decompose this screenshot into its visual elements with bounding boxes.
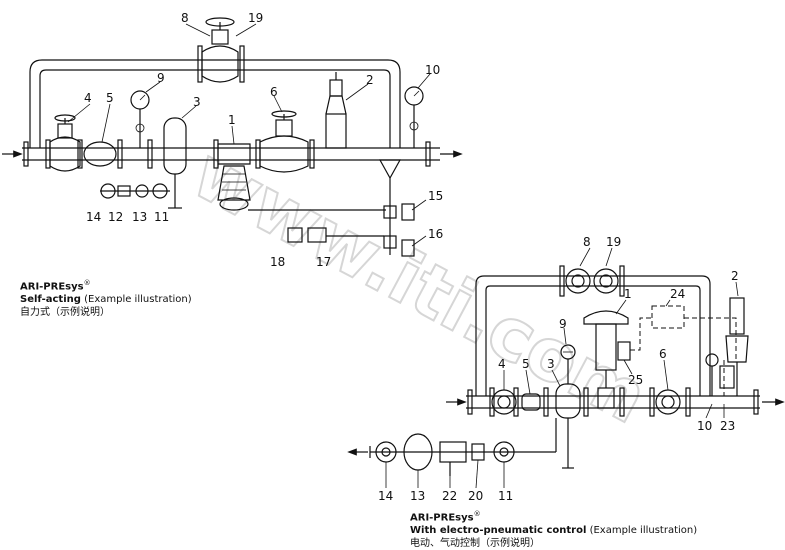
valve-6-top-view [655,389,681,415]
label-18: 18 [270,255,285,269]
label-13: 13 [132,210,147,224]
strainer-5-top [521,393,541,411]
label-2: 2 [366,73,374,87]
label-3: 3 [193,95,201,109]
label2-14: 14 [378,489,393,503]
diagram-self-acting: 8 19 4 5 9 3 1 6 2 10 14 12 13 11 15 16 … [2,11,463,269]
stop-valve-6 [259,110,309,173]
caption1-cn: 自力式（示例说明） [20,307,110,319]
leader-lines-1 [67,23,431,247]
stop-valve-4 [49,114,81,172]
label-1: 1 [228,113,236,127]
label2-20: 20 [468,489,483,503]
pressure-gauge-9 [130,90,150,148]
label2-22: 22 [442,489,457,503]
label-12: 12 [108,210,123,224]
label-10: 10 [425,63,440,77]
labels-1: 8 19 4 5 9 3 1 6 2 10 14 12 13 11 15 16 … [84,11,443,269]
safety-valve-2 [325,72,347,149]
label-14: 14 [86,210,101,224]
label-6: 6 [270,85,278,99]
caption2-title-mark: ® [473,510,481,518]
steam-trap-17-18 [287,227,327,243]
safety-valve-2-top [725,297,749,396]
diagram-electro-pneumatic: 8 19 1 24 2 9 25 4 5 3 6 10 23 14 13 22 … [347,235,785,503]
label-19: 19 [248,11,263,25]
label2-19: 19 [606,235,621,249]
bypass-pipe [29,59,401,148]
label2-4: 4 [498,357,506,371]
bypass-pipe-2 [475,275,711,396]
label2-2: 2 [731,269,739,283]
drain-line-2 [347,418,557,476]
leader-lines-2 [503,247,739,419]
control-valve-1 [583,310,629,409]
controller-24 [630,305,737,396]
caption2-cn: 电动、气动控制（示例说明） [410,538,540,550]
drain-assembly [326,159,415,257]
label2-11: 11 [498,489,513,503]
label2-1: 1 [624,287,632,301]
label2-8: 8 [583,235,591,249]
bypass-valve-top-view [559,265,625,297]
caption1-note: (Example illustration) [84,294,192,306]
bypass-stop-valve [197,17,245,83]
caption1-subtitle: Self-acting [20,294,81,306]
pressure-regulator-1 [217,143,386,211]
label2-3: 3 [547,357,555,371]
caption-electro-pneumatic: ARI-PREsys® With electro-pneumatic contr… [410,508,697,550]
caption-self-acting: ARI-PREsys® Self-acting (Example illustr… [20,277,192,319]
main-pipe [2,147,463,161]
caption1-title-mark: ® [83,279,91,287]
label2-23: 23 [720,419,735,433]
label-16: 16 [428,227,443,241]
drain-components-11-14 [100,183,170,199]
label2-10: 10 [697,419,712,433]
flanges-2 [467,387,759,417]
label-9: 9 [157,71,165,85]
label2-25: 25 [628,373,643,387]
label-11: 11 [154,210,169,224]
labels-2: 8 19 1 24 2 9 25 4 5 3 6 10 23 14 13 22 … [378,235,739,503]
label2-5: 5 [522,357,530,371]
label-8: 8 [181,11,189,25]
label2-9: 9 [559,317,567,331]
separator-3 [163,117,187,209]
valve-4-top-view [491,389,517,415]
gauge-9-top [560,344,576,384]
strainer-5 [83,141,117,167]
gauge-10-and-23 [705,353,735,396]
caption1-title: ARI-PREsys [20,281,84,293]
caption2-subtitle: With electro-pneumatic control [410,525,587,537]
pressure-gauge-10 [404,86,424,148]
label2-13: 13 [410,489,425,503]
label-5: 5 [106,91,114,105]
label-4: 4 [84,91,92,105]
caption2-title: ARI-PREsys [410,512,474,524]
label-15: 15 [428,189,443,203]
label2-6: 6 [659,347,667,361]
caption2-note: (Example illustration) [589,525,698,537]
label-17: 17 [316,255,331,269]
label2-24: 24 [670,287,685,301]
